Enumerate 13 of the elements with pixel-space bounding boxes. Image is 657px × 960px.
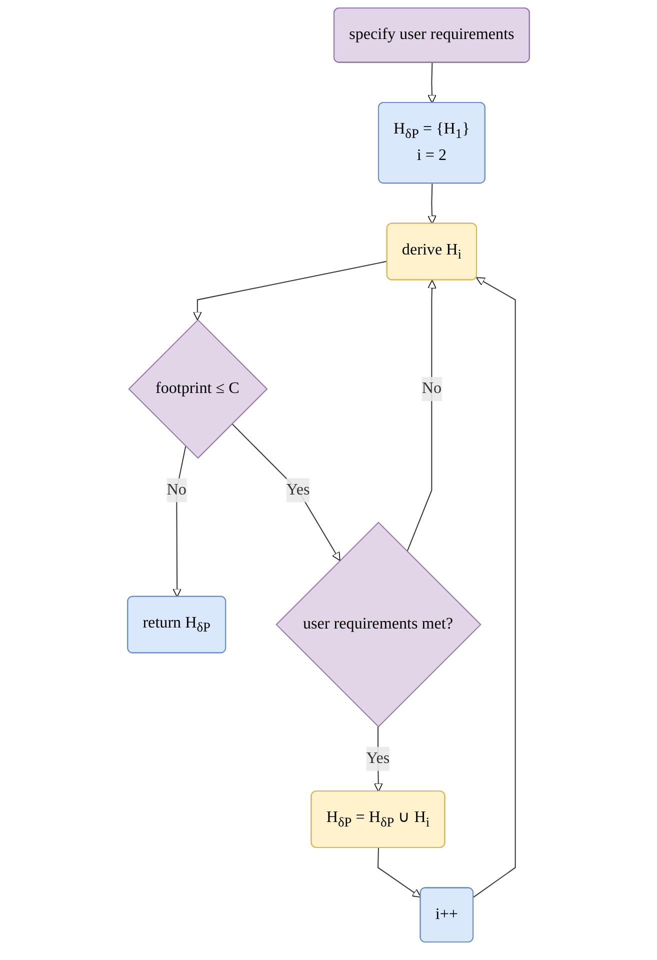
arrow [377,848,422,898]
edge-label: No [422,380,442,398]
arrow [406,280,436,552]
arrow [193,260,388,320]
edge-label: No [166,481,186,498]
node-diamond: footprint ≤ C [128,319,268,459]
edge-label: Yes [366,750,390,767]
edge-label: Yes [286,481,310,498]
node-diamond: user requirements met? [276,522,482,728]
arrow [428,184,436,224]
arrow [473,277,516,898]
arrow [428,62,436,104]
arrow [232,423,340,561]
